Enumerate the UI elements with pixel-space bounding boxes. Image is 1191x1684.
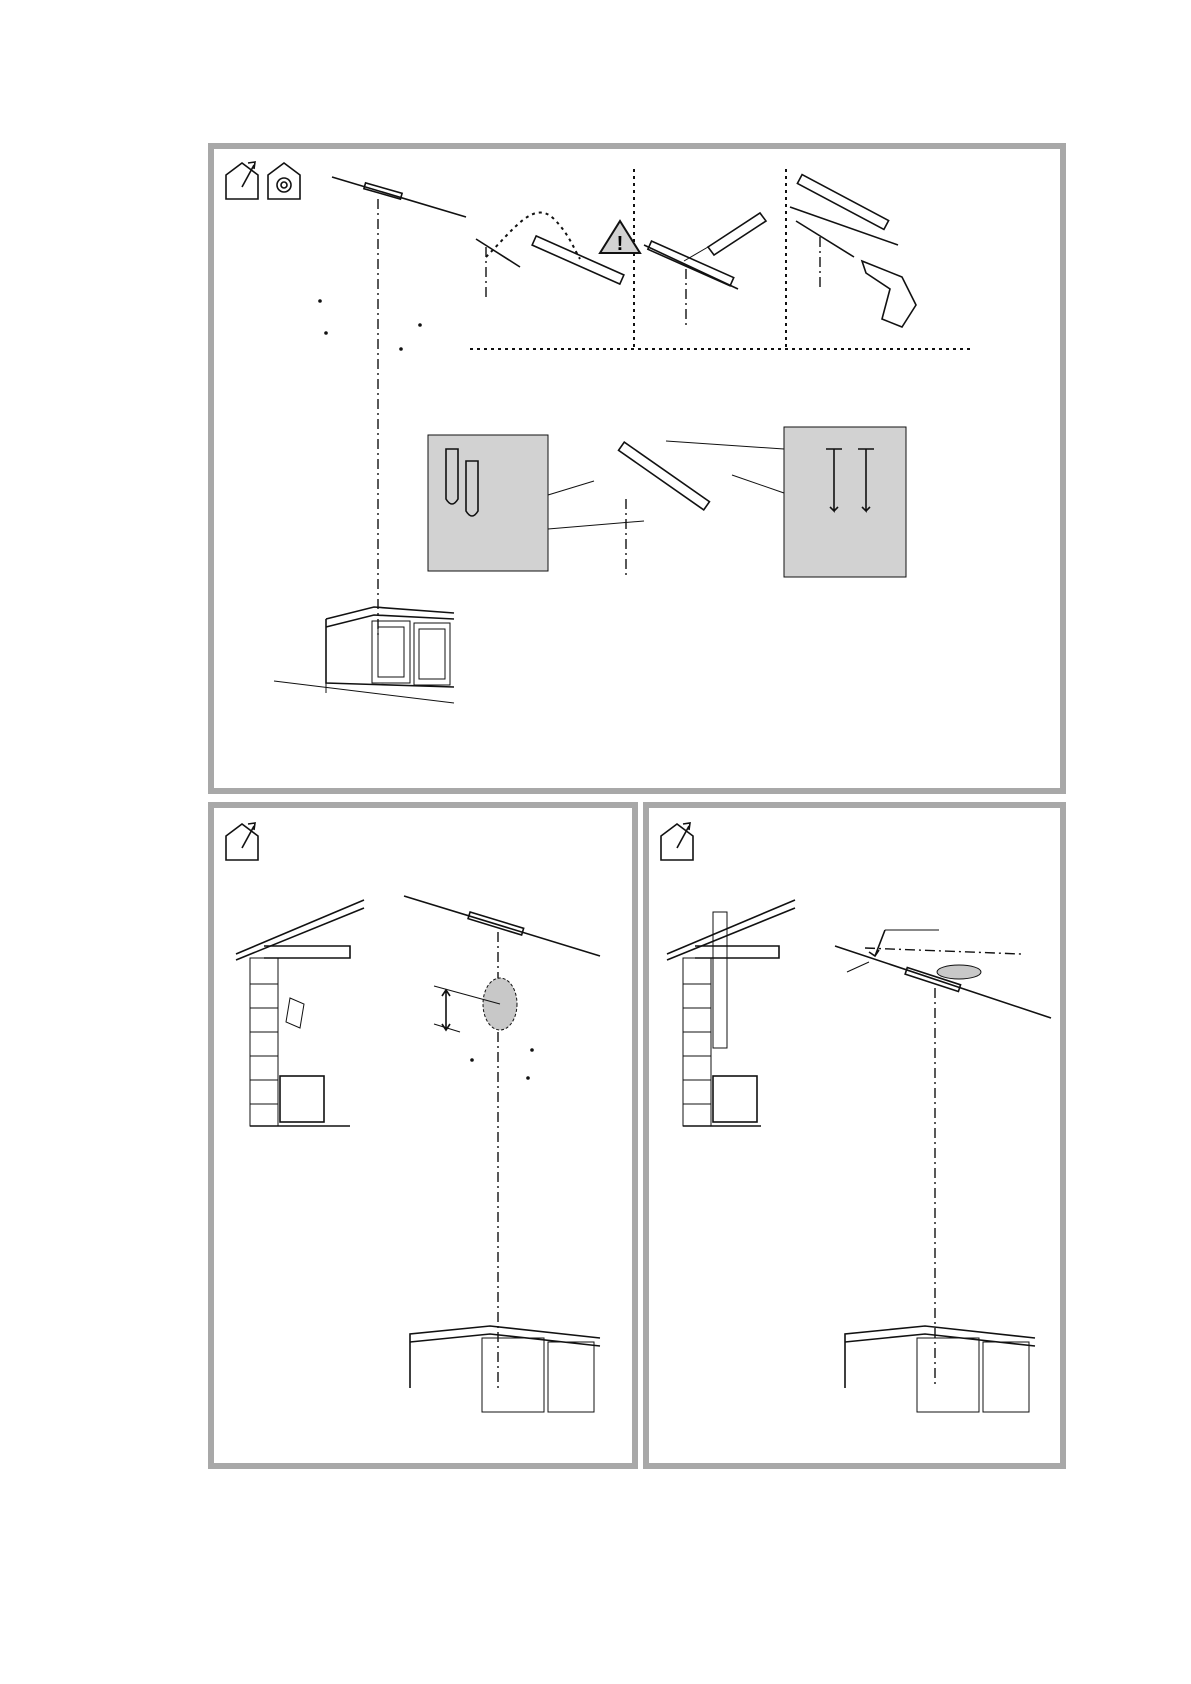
svg-text:!: !: [617, 233, 624, 255]
recirculation-icon: [268, 163, 300, 199]
step-pencil-mark: [644, 213, 766, 329]
panel-ducted-roof-exit: [643, 802, 1066, 1469]
step-drill-holes: [790, 175, 916, 327]
step-mark-bracket: !: [476, 213, 640, 299]
bracket-mounting-drawing: !: [214, 149, 1060, 788]
panel-bracket-mounting: !: [208, 143, 1066, 794]
roof-exit-drawing: [649, 808, 1060, 1463]
ducted-outlet-icon: [226, 823, 258, 860]
fixings-detail: [428, 427, 906, 579]
ducted-outlet-icon: [661, 823, 693, 860]
wall-exit-drawing: [214, 808, 632, 1463]
ducted-outlet-icon: [226, 162, 258, 199]
outlet-hole: [937, 965, 981, 979]
panel-ducted-wall-exit: [208, 802, 638, 1469]
wall-cabinet: [274, 607, 454, 703]
